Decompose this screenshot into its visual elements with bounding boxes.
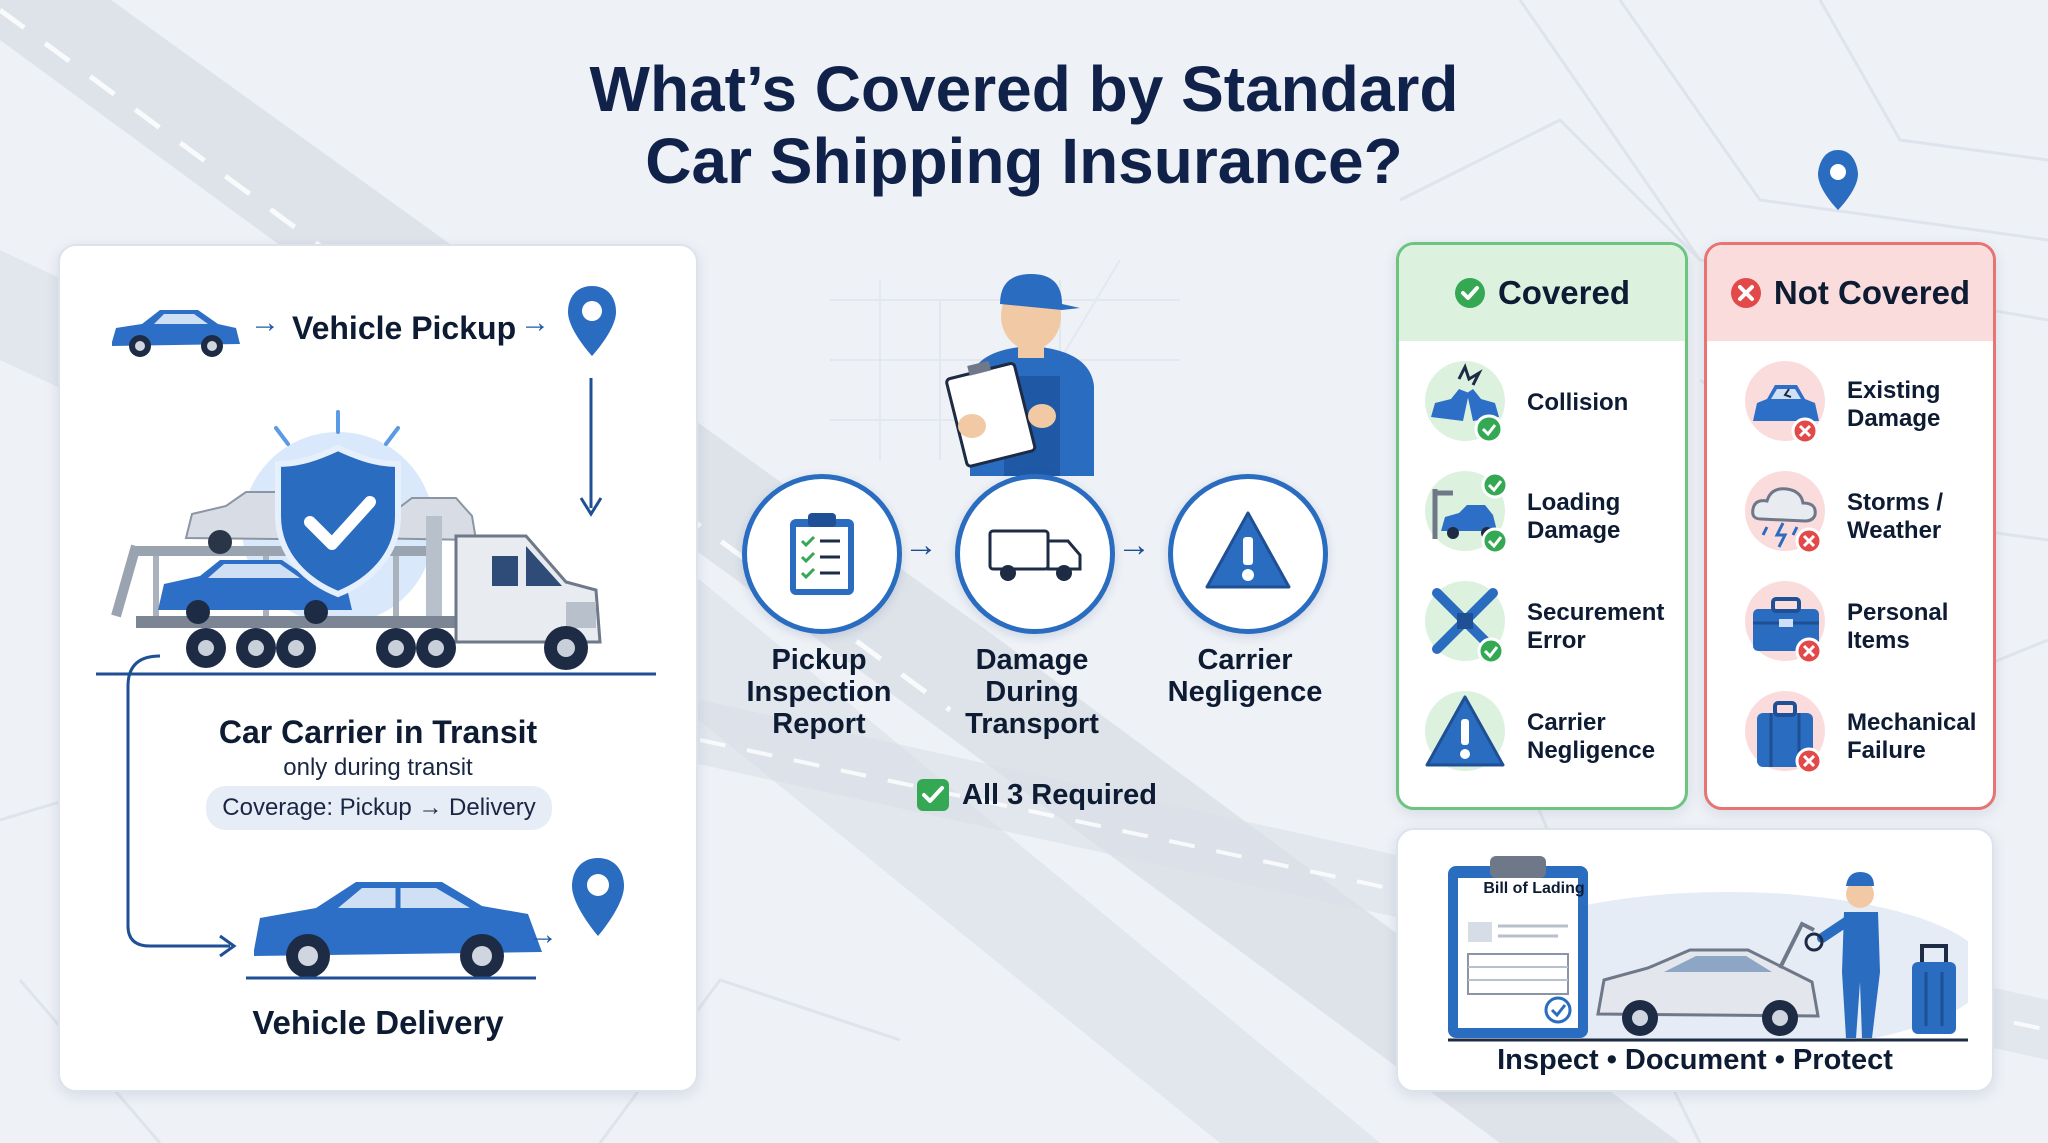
vehicle-pickup-label: Vehicle Pickup — [292, 310, 517, 346]
step-damage-transport — [955, 474, 1115, 634]
arrow-icon: → — [250, 306, 280, 339]
not-covered-heading: Not Covered — [1773, 274, 1971, 311]
car-carrier-truck-icon — [96, 410, 656, 676]
damaged-car-icon — [1745, 361, 1825, 445]
suitcase-icon — [1745, 691, 1825, 775]
inspect-document-protect-tagline: Inspect • Document • Protect — [1497, 1044, 1893, 1076]
clipboard-checklist-icon — [790, 513, 854, 595]
x-circle-icon — [1730, 278, 1761, 308]
route-connector — [126, 378, 603, 958]
page-title-line-2: Car Shipping Insurance? — [645, 125, 1403, 197]
arrow-icon: → — [520, 306, 550, 339]
check-circle-icon — [1454, 278, 1485, 308]
step-arrow-icon: → — [1117, 526, 1151, 564]
covered-header: Covered — [1399, 245, 1685, 341]
step-inspection-report — [742, 474, 902, 634]
warning-icon — [1425, 691, 1505, 771]
step-carrier-negligence — [1168, 474, 1328, 634]
all-required-badge: All 3 Required — [916, 778, 1157, 812]
page-title-line-1: What’s Covered by Standard — [589, 53, 1459, 125]
vehicle-delivery-label: Vehicle Delivery — [252, 1004, 504, 1041]
transit-title: Car Carrier in Transit — [218, 714, 538, 750]
transit-subtitle: only during transit — [283, 754, 473, 781]
delivery-car-icon — [246, 882, 542, 980]
pickup-location-pin-icon — [568, 286, 616, 356]
all-required-label: All 3 Required — [962, 778, 1157, 811]
arrow-icon: → — [528, 918, 558, 951]
coverage-range-pill: Coverage: Pickup → Delivery — [206, 786, 552, 830]
journey-panel: → Vehicle Pickup → — [58, 244, 698, 1092]
warning-icon — [1205, 511, 1291, 589]
not-covered-header: Not Covered — [1707, 245, 1993, 341]
loading-damage-icon — [1425, 471, 1509, 555]
inspection-scene-illustration — [1448, 856, 1968, 1042]
truck-icon — [988, 529, 1082, 581]
collision-icon — [1425, 361, 1505, 444]
covered-item-1-label: Collision — [1527, 389, 1629, 416]
car-icon — [112, 310, 240, 357]
bill-of-lading-panel: Bill of Lading Inspect • Document • Prot… — [1396, 828, 1994, 1092]
securement-strap-icon — [1425, 581, 1505, 665]
check-icon — [917, 779, 949, 811]
covered-heading: Covered — [1497, 274, 1631, 311]
bill-of-lading-title: Bill of Lading — [1483, 880, 1585, 897]
inspector-person-icon — [945, 274, 1094, 476]
storm-cloud-icon — [1745, 471, 1825, 555]
toolbox-icon — [1745, 581, 1825, 665]
delivery-location-pin-icon — [572, 858, 624, 936]
not-covered-item-2-label: Storms /Weather — [1847, 489, 1944, 544]
step-arrow-icon: → — [904, 526, 938, 564]
map-pin-icon — [1818, 150, 1858, 210]
